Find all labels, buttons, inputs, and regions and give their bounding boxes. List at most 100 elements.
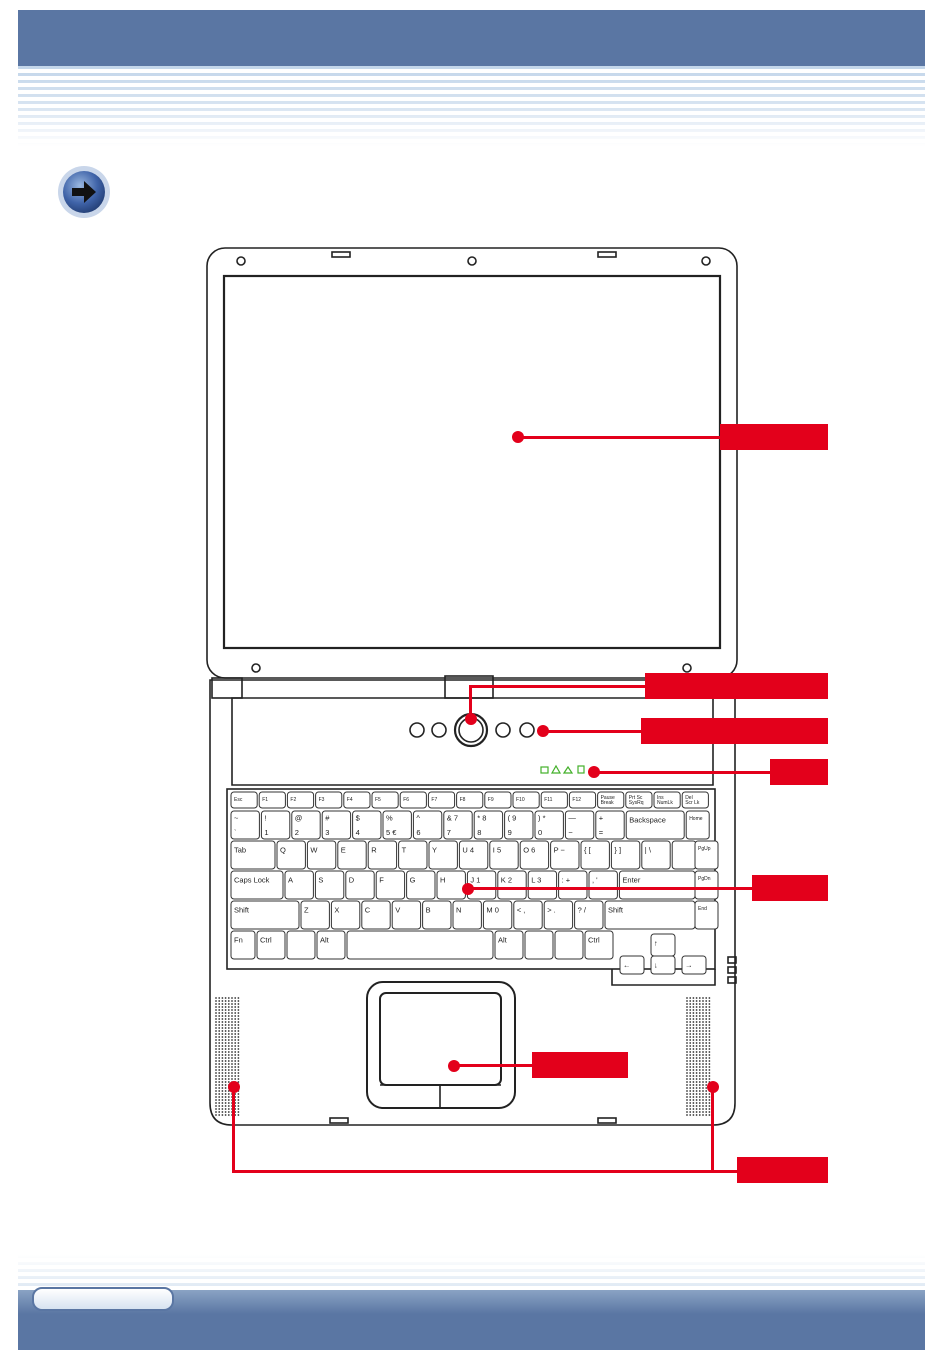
speaker-grille-dot [224, 1024, 227, 1026]
speaker-grille-dot [705, 1081, 708, 1083]
speaker-grille-dot [237, 1114, 240, 1116]
speaker-grille-dot [708, 1030, 711, 1032]
speaker-grille-dot [705, 1084, 708, 1086]
speaker-grille-dot [221, 1060, 224, 1062]
speaker-grille-dot [692, 1078, 695, 1080]
speaker-grille-dot [689, 1051, 692, 1053]
speaker-grille-dot [234, 1018, 237, 1020]
speaker-grille-dot [692, 1069, 695, 1071]
speaker-grille-dot [692, 1072, 695, 1074]
speaker-grille-dot [221, 1093, 224, 1095]
speaker-grille-dot [702, 1000, 704, 1002]
speaker-grille-dot [705, 1048, 708, 1050]
speaker-grille-dot [234, 1024, 237, 1026]
speaker-grille-dot [692, 1099, 695, 1101]
speaker-grille-dot [224, 1096, 227, 1098]
speaker-grille-dot [234, 1012, 237, 1014]
speaker-grille-dot [227, 1108, 230, 1110]
speaker-grille-dot [224, 1030, 227, 1032]
speaker-grille-dot [708, 1060, 711, 1062]
speaker-grille-dot [708, 1108, 711, 1110]
key-num-10-label: ) * [538, 814, 546, 823]
key-f7 [427, 791, 456, 809]
speaker-grille-dot [237, 1000, 240, 1002]
speaker-grille-dot [231, 1033, 233, 1035]
key-a-10 [588, 870, 618, 900]
speaker-grille-dot [221, 1048, 224, 1050]
speaker-grille-dot [698, 1045, 701, 1047]
key-fx-3-label-2: Scr Lk [685, 800, 700, 806]
key-num-12 [595, 810, 625, 840]
speaker-grille-dot [698, 1087, 701, 1089]
key-shift-right-label: Shift [608, 906, 624, 915]
speaker-grille-dot [218, 1111, 221, 1113]
speaker-grille-dot [215, 1009, 217, 1011]
speaker-grille-dot [698, 1093, 701, 1095]
speaker-grille-dot [698, 1000, 701, 1002]
speaker-grille-dot [218, 1012, 221, 1014]
speaker-grille-dot [218, 1084, 221, 1086]
speaker-grille-dot [215, 1036, 217, 1038]
speaker-grille-dot [689, 1006, 692, 1008]
speaker-grille-dot [218, 1057, 221, 1059]
speaker-grille-dot [692, 1081, 695, 1083]
speaker-grille-dot [692, 1096, 695, 1098]
speaker-grille-dot [698, 1090, 701, 1092]
speaker-grille-dot [708, 1093, 711, 1095]
speaker-grille-dot [231, 1069, 233, 1071]
key-fx-1 [625, 791, 653, 809]
speaker-grille-dot [692, 1006, 695, 1008]
key-num-11 [564, 810, 595, 840]
speaker-grille-dot [231, 1030, 233, 1032]
key-fx-3-label: Del [685, 795, 693, 801]
speaker-grille-dot [698, 1066, 701, 1068]
speaker-grille-dot [686, 1045, 688, 1047]
key-f6 [399, 791, 427, 809]
speaker-grille-dot [695, 1057, 698, 1059]
speaker-grille-dot [695, 1000, 698, 1002]
speaker-grille-dot [224, 1069, 227, 1071]
key-b-5 [494, 930, 524, 960]
speaker-grille-dot [692, 1090, 695, 1092]
key-q-11-label: } ] [614, 846, 621, 855]
speaker-grille-dot [698, 1054, 701, 1056]
key-num-3 [321, 810, 352, 840]
speaker-grille-dot [695, 1090, 698, 1092]
speaker-grille-dot [224, 1081, 227, 1083]
speaker-grille-dot [231, 1009, 233, 1011]
speaker-grille-dot [708, 1069, 711, 1071]
speaker-grille-dot [231, 1048, 233, 1050]
speaker-grille-dot [695, 1021, 698, 1023]
speaker-grille-dot [702, 1033, 704, 1035]
speaker-grille-dot [224, 1093, 227, 1095]
key-f1-label: F1 [262, 797, 268, 803]
speaker-grille-dot [692, 1075, 695, 1077]
speaker-grille-dot [689, 1039, 692, 1041]
key-a-0 [284, 870, 314, 900]
speaker-grille-dot [221, 1027, 224, 1029]
key-arrow-right-label: → [685, 961, 693, 970]
speaker-grille-dot [695, 1093, 698, 1095]
speaker-grille-dot [215, 1054, 217, 1056]
key-z-4-label: B [426, 906, 431, 915]
speaker-grille-dot [686, 1051, 688, 1053]
speaker-grille-dot [705, 1102, 708, 1104]
key-f2 [286, 791, 315, 809]
speaker-grille-dot [215, 1105, 217, 1107]
speaker-grille-dot [698, 1102, 701, 1104]
speaker-grille-dot [692, 1033, 695, 1035]
key-z-6-label: M 0 [486, 906, 499, 915]
speaker-grille-dot [708, 1099, 711, 1101]
speaker-grille-dot [708, 1018, 711, 1020]
speaker-grille-dot [224, 1045, 227, 1047]
speaker-grille-dot [234, 1054, 237, 1056]
key-q-3-label: R [371, 846, 377, 855]
speaker-grille-dot [695, 1066, 698, 1068]
speaker-grille-dot [705, 1039, 708, 1041]
speaker-grille-dot [224, 1111, 227, 1113]
speaker-grille-dot [686, 1087, 688, 1089]
speaker-grille-dot [702, 1027, 704, 1029]
speaker-grille-dot [689, 1030, 692, 1032]
speaker-grille-dot [221, 1111, 224, 1113]
speaker-grille-dot [698, 1111, 701, 1113]
